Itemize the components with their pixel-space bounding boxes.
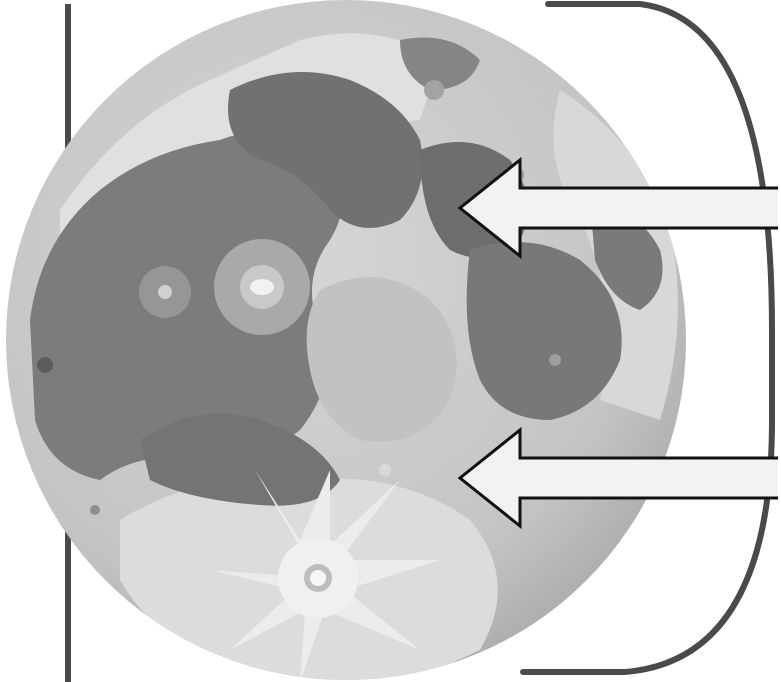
copernicus-crater [214, 239, 310, 335]
moon-icon [6, 0, 686, 682]
small-crater-4 [379, 464, 391, 476]
small-crater-6 [549, 354, 561, 366]
small-crater-3 [37, 357, 53, 373]
small-crater-5 [90, 505, 100, 515]
small-crater-1 [424, 80, 444, 100]
kepler-crater [139, 266, 191, 318]
